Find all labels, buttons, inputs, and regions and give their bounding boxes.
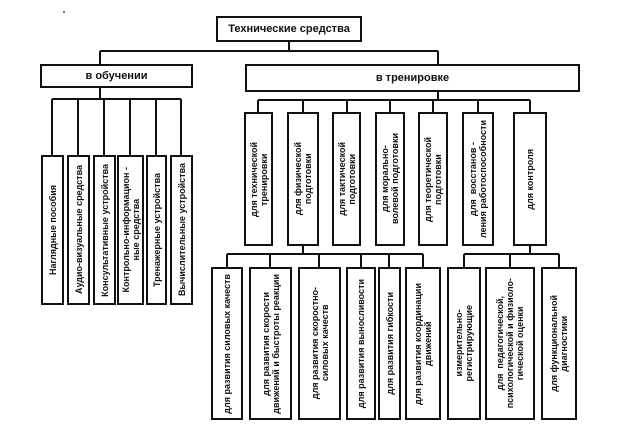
root-label: Технические средства — [228, 23, 350, 35]
physical-prep-item-label: для развития выносливости — [356, 278, 366, 409]
trainings-item: для контроля — [513, 112, 547, 246]
trainings-connector — [257, 92, 531, 112]
control-item: для педагогической, психологической и фи… — [485, 267, 535, 420]
training-use-item-label: Консультативные устройства — [99, 163, 110, 297]
root-box: Технические средства — [216, 16, 362, 42]
control-item-label: для педагогической, психологической и фи… — [495, 278, 525, 409]
trainings-item-label: для контроля — [525, 148, 535, 210]
training-use-connector — [51, 88, 182, 155]
trainings-item: для восстанов - ления работоспособности — [462, 112, 494, 246]
physical-prep-item-label: для развития гибкости — [384, 292, 395, 395]
physical-prep-item: для развития силовых качеств — [211, 267, 243, 420]
training-use-item: Аудио-визуальные средства — [67, 155, 90, 305]
training-use-item-label: Вычислительные устройства — [176, 163, 187, 297]
trainings-box: в тренировке — [245, 64, 580, 92]
physical-prep-item: для развития гибкости — [378, 267, 401, 420]
physical-prep-item: для развития скоростно- силовых качеств — [298, 267, 341, 420]
training-use-item-label: Наглядные пособия — [47, 185, 58, 275]
physical-prep-item-label: для развития скорости движений и быстрот… — [260, 273, 281, 414]
trainings-item-label: для тактической подготовки — [336, 142, 357, 216]
control-connector — [463, 246, 560, 267]
trainings-item: для технической тренировки — [244, 112, 273, 246]
training-use-item: Тренажерные устройства — [146, 155, 167, 305]
physical-prep-item: для развития координации движений — [405, 267, 441, 420]
trainings-item-label: для физической подготовки — [293, 142, 313, 216]
trainings-item: для тактической подготовки — [332, 112, 361, 246]
physical-prep-connector — [226, 246, 424, 267]
scan-speck — [63, 11, 65, 13]
training-use-item: Вычислительные устройства — [170, 155, 193, 305]
trainings-item: для теоретической подготовки — [418, 112, 448, 246]
control-item: измерительно- регистрирующие — [447, 267, 481, 420]
training-use-item: Консультативные устройства — [93, 155, 116, 305]
trainings-item: для физической подготовки — [287, 112, 319, 246]
trainings-item-label: для восстанов - ления работоспособности — [468, 120, 488, 238]
training-use-box: в обучении — [40, 64, 193, 88]
training-use-label: в обучении — [85, 70, 148, 82]
trainings-item-label: для технической тренировки — [248, 141, 269, 217]
physical-prep-item: для развития скорости движений и быстрот… — [249, 267, 292, 420]
physical-prep-item-label: для развития силовых качеств — [222, 273, 232, 414]
control-item-label: измерительно- регистрирующие — [454, 305, 474, 382]
training-use-item-label: Контрольно-информацион - ные средства — [120, 167, 141, 293]
trainings-label: в тренировке — [375, 72, 450, 84]
root-connector — [99, 42, 439, 64]
training-use-item-label: Аудио-визуальные средства — [73, 165, 84, 295]
physical-prep-item-label: для развития координации движений — [413, 282, 433, 405]
training-use-item-label: Тренажерные устройства — [151, 172, 162, 288]
training-use-item: Контрольно-информацион - ные средства — [117, 155, 144, 305]
training-use-item: Наглядные пособия — [41, 155, 64, 305]
physical-prep-item-label: для развития скоростно- силовых качеств — [309, 287, 330, 400]
physical-prep-item: для развития выносливости — [346, 267, 376, 420]
control-item: для функциональной диагностики — [541, 267, 577, 420]
control-item-label: для функциональной диагностики — [549, 295, 569, 392]
trainings-item-label: для морально- волевой подготовки — [380, 133, 400, 225]
trainings-item: для морально- волевой подготовки — [375, 112, 405, 246]
trainings-item-label: для теоретической подготовки — [423, 136, 443, 222]
